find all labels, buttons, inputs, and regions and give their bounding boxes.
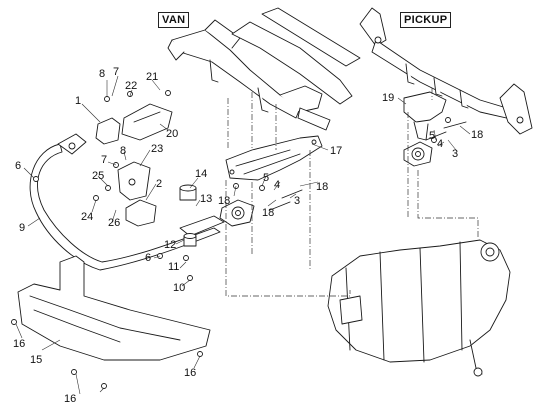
tubular-crossbar [29,133,225,271]
pickup-gearbox-mount [403,141,433,167]
leader-lines [15,75,471,395]
callout-10[interactable]: 10 [173,282,186,294]
rubber-mount-stack [179,184,197,247]
callout-4[interactable]: 4 [437,138,444,150]
van-frame-crossmember [167,7,361,131]
mount-block-1 [95,117,121,145]
callout-14[interactable]: 14 [195,168,208,180]
variant-label-van: VAN [158,12,190,28]
callout-15[interactable]: 15 [30,354,43,366]
callout-16[interactable]: 16 [13,338,26,350]
callout-4[interactable]: 4 [274,179,281,191]
callout-17[interactable]: 17 [330,145,343,157]
skid-plate [17,255,211,361]
callout-13[interactable]: 13 [200,193,213,205]
gearbox-assembly [327,239,511,377]
callout-18[interactable]: 18 [218,195,231,207]
callout-6[interactable]: 6 [15,160,22,172]
callout-18[interactable]: 18 [316,181,329,193]
pickup-crossmember [359,7,533,135]
callout-16[interactable]: 16 [64,393,77,405]
van-gearbox-mount [219,199,255,227]
gearbox-support-plate [225,135,323,181]
callout-22[interactable]: 22 [125,80,138,92]
upper-bracket [121,103,173,141]
callout-1[interactable]: 1 [75,95,82,107]
callout-21[interactable]: 21 [146,71,159,83]
callout-26[interactable]: 26 [108,217,121,229]
bracket-23 [117,161,151,201]
callout-6[interactable]: 6 [145,252,152,264]
callout-2[interactable]: 2 [156,178,163,190]
alignment-lines [225,88,479,297]
callout-9[interactable]: 9 [19,222,26,234]
callout-5[interactable]: 5 [263,172,270,184]
callout-11[interactable]: 11 [168,261,180,273]
callout-3[interactable]: 3 [294,195,301,207]
callout-8[interactable]: 8 [120,145,127,157]
variant-label-pickup: PICKUP [400,12,452,28]
callout-16[interactable]: 16 [184,367,197,379]
callout-20[interactable]: 20 [166,128,179,140]
callout-5[interactable]: 5 [429,130,436,142]
callout-8[interactable]: 8 [99,68,106,80]
fastener-hardware [11,90,467,389]
callout-7[interactable]: 7 [113,66,120,78]
callout-7[interactable]: 7 [101,154,108,166]
callout-19[interactable]: 19 [382,92,395,104]
pickup-mount-bracket [403,91,447,141]
mount-2 [125,199,157,227]
callout-25[interactable]: 25 [92,170,105,182]
callout-23[interactable]: 23 [151,143,164,155]
callout-18[interactable]: 18 [262,207,275,219]
callout-12[interactable]: 12 [164,239,177,251]
callout-24[interactable]: 24 [81,211,94,223]
callout-3[interactable]: 3 [452,148,459,160]
callout-18[interactable]: 18 [471,129,484,141]
